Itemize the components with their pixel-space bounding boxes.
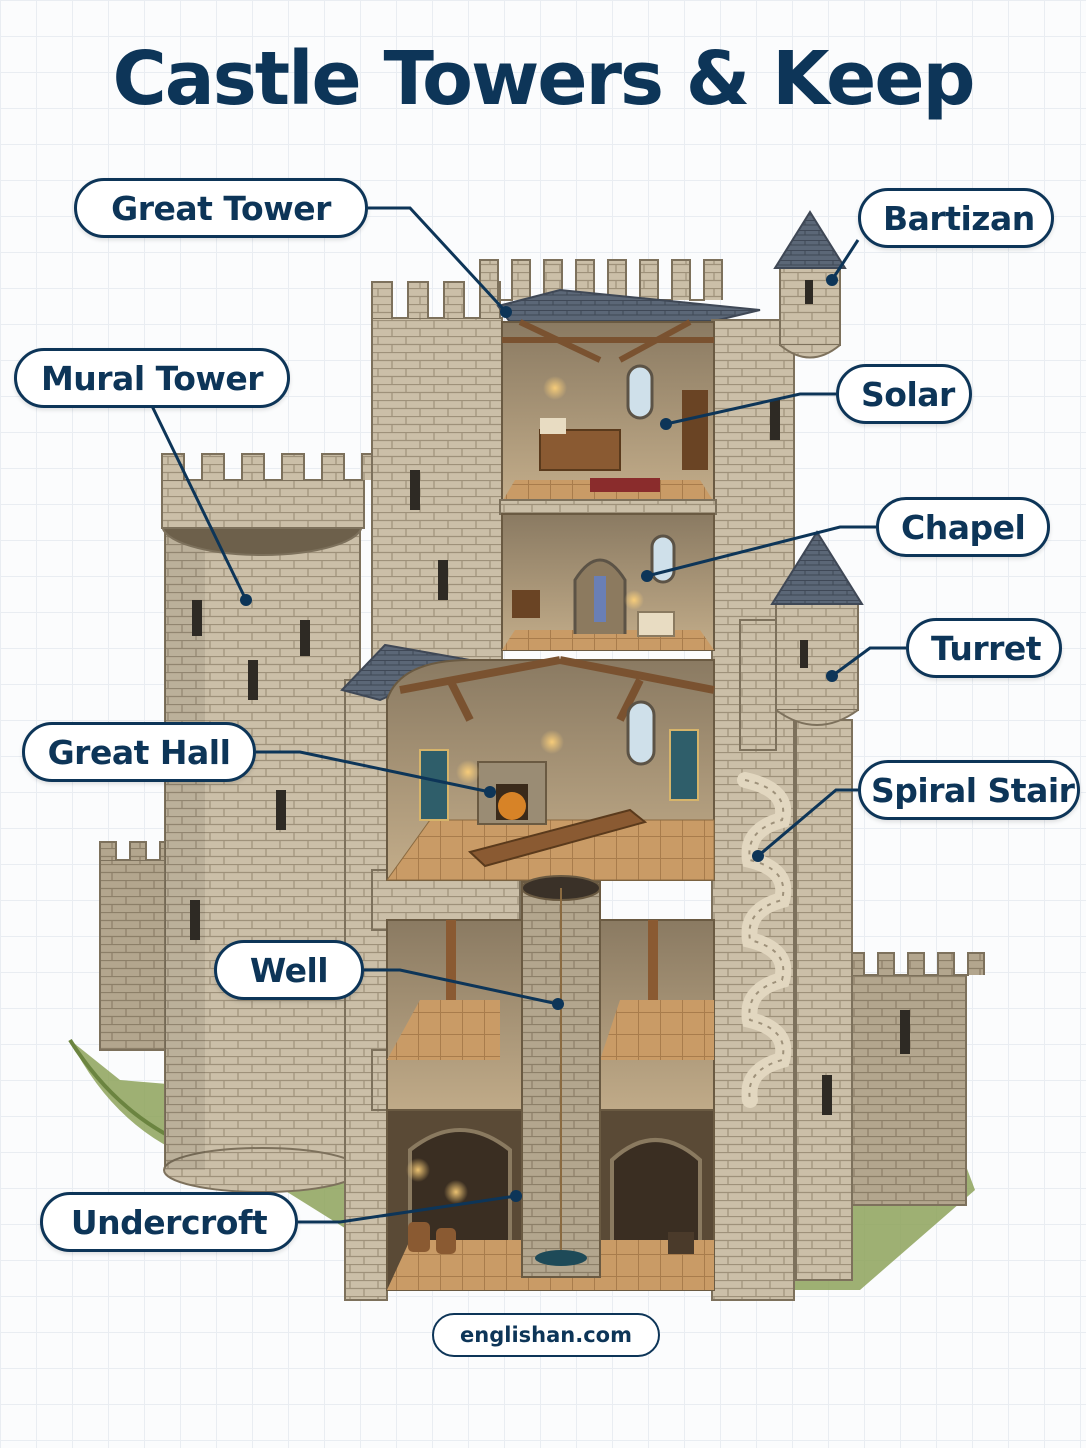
chapel-room bbox=[501, 513, 715, 651]
label-great-hall: Great Hall bbox=[22, 722, 256, 782]
credit-link[interactable]: englishan.com bbox=[432, 1313, 660, 1357]
label-great-tower: Great Tower bbox=[74, 178, 368, 238]
great-tower bbox=[371, 259, 761, 689]
label-spiral-stair: Spiral Stair bbox=[858, 760, 1080, 820]
leader-great-tower bbox=[368, 206, 508, 314]
label-undercroft: Undercroft bbox=[40, 1192, 298, 1252]
leader-solar bbox=[665, 392, 836, 426]
solar-room bbox=[501, 319, 715, 503]
turret-tower bbox=[739, 530, 864, 1281]
leader-lines bbox=[150, 206, 906, 1224]
keep-cutaway bbox=[340, 319, 717, 1301]
spiral-stair bbox=[737, 772, 792, 1108]
right-curtain-wall bbox=[847, 952, 985, 1206]
leader-spiral-stair bbox=[757, 788, 858, 858]
leader-chapel bbox=[646, 525, 876, 578]
label-solar: Solar bbox=[836, 364, 972, 424]
well-shaft bbox=[521, 875, 601, 1278]
leader-undercroft bbox=[298, 1194, 517, 1224]
label-mural-tower: Mural Tower bbox=[14, 348, 290, 408]
leader-dots bbox=[240, 274, 838, 1202]
label-turret: Turret bbox=[906, 618, 1062, 678]
label-bartizan: Bartizan bbox=[858, 188, 1054, 248]
great-hall-room bbox=[386, 656, 715, 881]
page-title: Castle Towers & Keep bbox=[112, 36, 975, 122]
label-well: Well bbox=[214, 940, 364, 1000]
leader-mural-tower bbox=[150, 405, 248, 601]
leader-well bbox=[364, 968, 559, 1006]
leader-great-hall bbox=[256, 750, 491, 794]
leader-bartizan bbox=[830, 239, 860, 281]
leader-turret bbox=[831, 646, 906, 678]
label-chapel: Chapel bbox=[876, 497, 1050, 557]
